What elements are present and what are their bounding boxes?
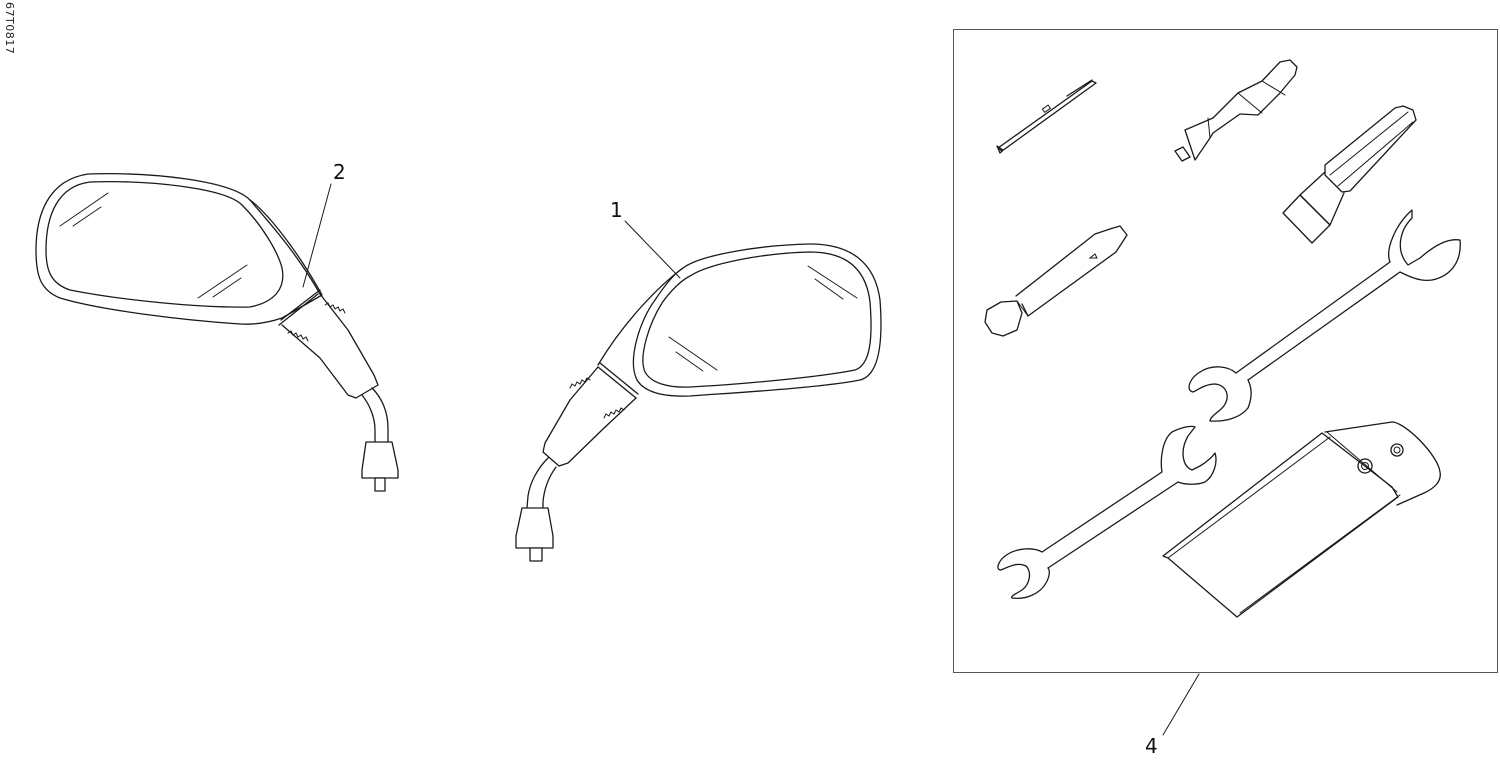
tool-kit-illustration <box>984 59 1461 618</box>
right-mirror-illustration <box>515 243 882 562</box>
open-end-wrench-small <box>997 425 1217 600</box>
box-wrench <box>984 225 1128 337</box>
socket-extension <box>1174 59 1298 162</box>
left-mirror-illustration <box>35 173 399 492</box>
callout-1-leader <box>624 220 681 279</box>
tool-pouch <box>1162 421 1441 618</box>
callout-4-leader <box>1162 673 1200 736</box>
callout-4-label: 4 <box>1145 734 1158 758</box>
drawing-reference-code: 67T0817 <box>3 2 16 55</box>
open-end-wrench-large <box>1188 209 1461 422</box>
screwdriver-handle <box>1282 105 1417 244</box>
callout-1-label: 1 <box>610 198 623 222</box>
callout-2-label: 2 <box>333 160 346 184</box>
callout-2-leader <box>302 183 332 288</box>
screwdriver-bit <box>996 79 1097 154</box>
